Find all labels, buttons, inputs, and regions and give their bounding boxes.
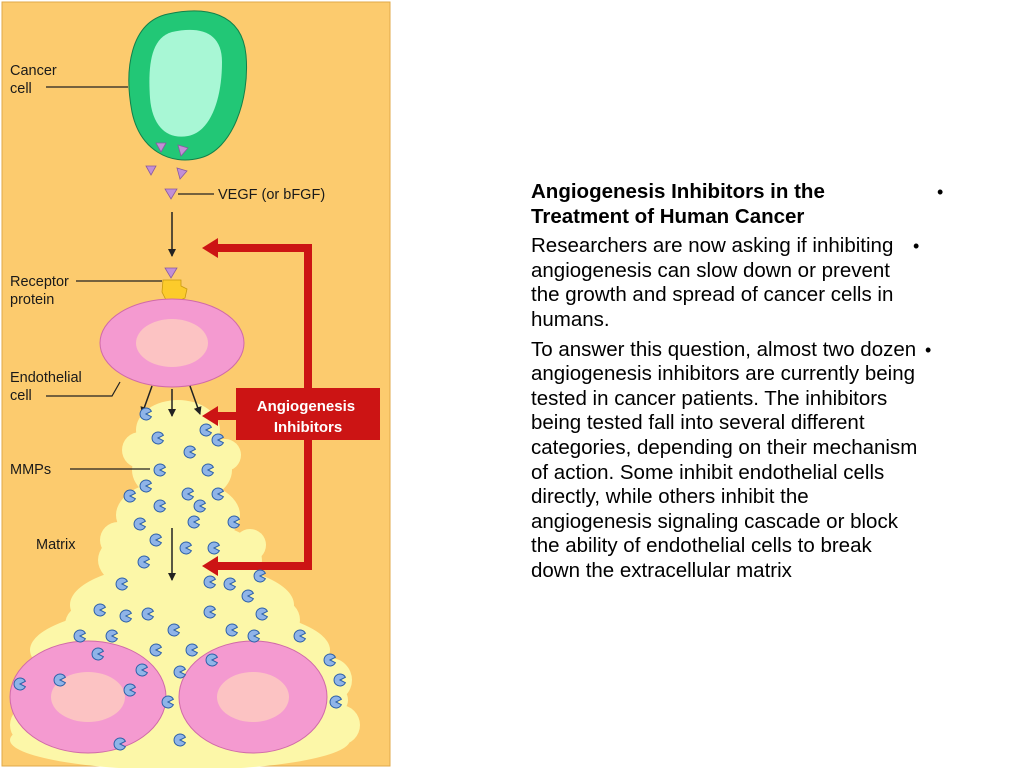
- mmp-icon: [93, 603, 107, 617]
- mmp-icon: [183, 445, 197, 459]
- mmp-icon: [333, 673, 347, 687]
- mmp-icon: [123, 489, 137, 503]
- mmp-icon: [241, 589, 255, 603]
- bullet-marker: •: [937, 182, 944, 202]
- mmp-icon: [255, 607, 269, 621]
- mmp-icon: [211, 487, 225, 501]
- mmp-icon: [167, 623, 181, 637]
- mmp-icon: [223, 577, 237, 591]
- arrow-mmp-right: [189, 385, 202, 415]
- bullet-title-text: Angiogenesis Inhibitors in the Treatment…: [531, 180, 825, 228]
- mmp-icon: [151, 431, 165, 445]
- mmp-icon: [149, 533, 163, 547]
- mmp-icon: [205, 653, 219, 667]
- mmp-icon: [139, 407, 153, 421]
- mmp-icon: [225, 623, 239, 637]
- inhibitor-mid-arrowhead: [202, 406, 218, 426]
- receptor-protein: [161, 279, 188, 303]
- mmp-icon: [105, 629, 119, 643]
- mmp-icon: [201, 463, 215, 477]
- mmp-icon: [139, 479, 153, 493]
- mmp-icon: [173, 665, 187, 679]
- angiogenesis-inhibitors-label: Angiogenesis Inhibitors: [257, 398, 360, 436]
- mmp-icon: [53, 673, 67, 687]
- inhibitor-top-arrowhead: [202, 238, 218, 258]
- mmp-icon: [227, 515, 241, 529]
- endothelial-cell-nucleus: [136, 319, 208, 367]
- inhibitor-bottom-arrowhead: [202, 556, 218, 576]
- mmp-icon: [137, 555, 151, 569]
- mmp-icon: [253, 569, 267, 583]
- angiogenesis-inhibitors-box: [236, 388, 380, 440]
- label-matrix: Matrix: [36, 537, 76, 553]
- bullet-marker: •: [925, 339, 932, 360]
- mmp-icon: [207, 541, 221, 555]
- mmp-icon: [203, 575, 217, 589]
- label-mmps: MMPs: [10, 462, 51, 478]
- mmp-icon: [13, 677, 27, 691]
- vegf-molecules: [145, 142, 189, 279]
- label-leader-lines: [46, 86, 214, 470]
- mmp-icon: [179, 541, 193, 555]
- mmp-icon: [115, 577, 129, 591]
- mmp-icon: [173, 733, 187, 747]
- cancer-cell-nucleus: [149, 29, 222, 137]
- mmp-icon: [153, 463, 167, 477]
- mmp-icon: [199, 423, 213, 437]
- mmp-icon: [141, 607, 155, 621]
- bullet-research-question: Researchers are now asking if inhibiting…: [531, 234, 951, 332]
- mmp-icon: [133, 517, 147, 531]
- slide-text-block: Angiogenesis Inhibitors in the Treatment…: [531, 180, 951, 589]
- mmp-icon: [329, 695, 343, 709]
- bullet-title: Angiogenesis Inhibitors in the Treatment…: [531, 180, 951, 229]
- mmp-icon: [119, 609, 133, 623]
- mmp-molecules: [13, 407, 347, 751]
- endothelial-cell-bottom-right-nucleus: [217, 672, 289, 722]
- bullet-marker: •: [913, 236, 920, 257]
- mmp-icon: [185, 643, 199, 657]
- mmp-icon: [293, 629, 307, 643]
- mmp-icon: [211, 433, 225, 447]
- mmp-icon: [323, 653, 337, 667]
- mmp-icon: [181, 487, 195, 501]
- mmp-icon: [149, 643, 163, 657]
- mmp-icon: [91, 647, 105, 661]
- mmp-icon: [187, 515, 201, 529]
- mmp-icon: [203, 605, 217, 619]
- endothelial-cell-bottom-left-nucleus: [51, 672, 125, 722]
- bullet-inhibitor-trials-text: To answer this question, almost two doze…: [531, 337, 918, 582]
- label-vegf: VEGF (or bFGF): [218, 187, 325, 203]
- mmp-icon: [113, 737, 127, 751]
- mmp-icon: [73, 629, 87, 643]
- mmp-icon: [247, 629, 261, 643]
- mmp-icon: [161, 695, 175, 709]
- bullet-research-question-text: Researchers are now asking if inhibiting…: [531, 234, 894, 331]
- mmp-icon: [193, 499, 207, 513]
- bullet-inhibitor-trials: To answer this question, almost two doze…: [531, 338, 951, 584]
- mmp-icon: [123, 683, 137, 697]
- mmp-icon: [153, 499, 167, 513]
- mmp-icon: [135, 663, 149, 677]
